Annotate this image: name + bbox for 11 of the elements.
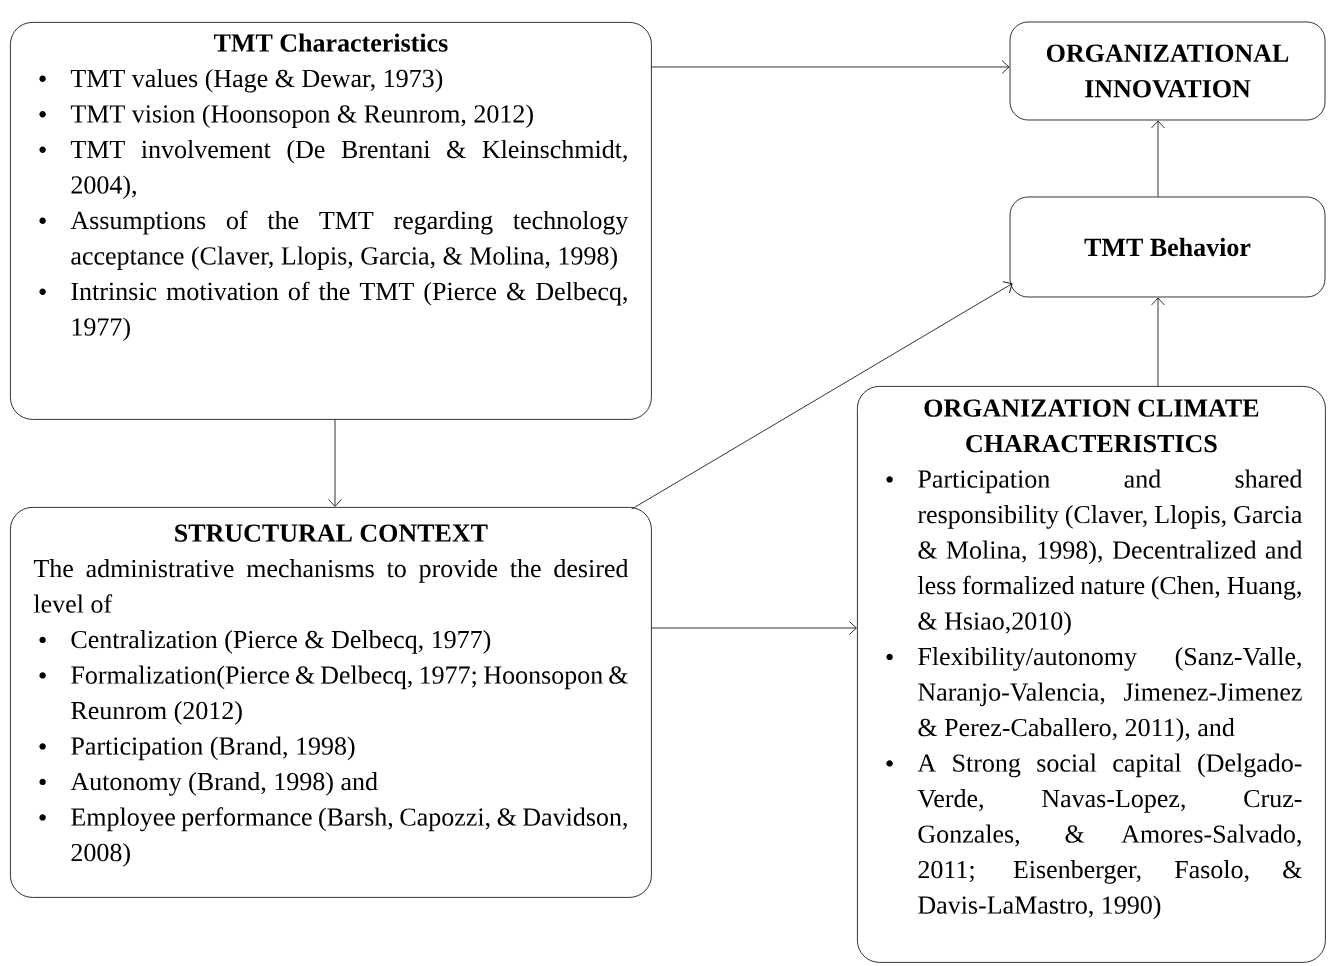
content-box: STRUCTURAL CONTEXT The administrative mechanisms to provide the desired level of Centralization (Pierce & Delbecq, 1977) Formalization(Pierce & Delbecq, 1977; Hoonsopon & Reunrom (2012) Participation (Brand, 1998) Autonomy (Brand, 1998) and Employee performance (Barsh, Capozzi, & Davidson, 2008) <box>10 507 652 898</box>
title-box: TMT Behavior <box>1009 196 1326 298</box>
arrow <box>328 419 342 507</box>
title-box: ORGANIZATIONAL INNOVATION <box>1009 21 1326 121</box>
arrow <box>651 60 1010 74</box>
arrow <box>631 281 1013 510</box>
arrow <box>1151 120 1165 197</box>
arrow <box>1151 297 1165 387</box>
content-box: TMT Characteristics TMT values (Hage & Dewar, 1973) TMT vision (Hoonsopon & Reunrom, 2012) TMT involvement (De Brentani & Kleinschmidt, 2004), Assumptions of the TMT regarding technology acceptance (Claver, Llopis, Garcia, & Molina, 1998) Intrinsic motivation of the TMT (Pierce & Delbecq, 1977) <box>10 22 652 420</box>
content-box: ORGANIZATION CLIMATE CHARACTERISTICS Participation and shared responsibility (Claver, Llopis, Garcia & Molina, 1998), Decentralized and less formalized nature (Chen, Huang, & Hsiao,2010) Flexibility/autonomy (Sanz-Valle, Naranjo-Valencia, Jimenez-Jimenez & Perez-Caballero, 2011), and A Strong social capital (Delgado-Verde, Navas-Lopez, Cruz-Gonzales, & Amores-Salvado, 2011; Eisenberger, Fasolo, & Davis-LaMastro, 1990) <box>857 386 1326 963</box>
arrow <box>651 621 857 635</box>
